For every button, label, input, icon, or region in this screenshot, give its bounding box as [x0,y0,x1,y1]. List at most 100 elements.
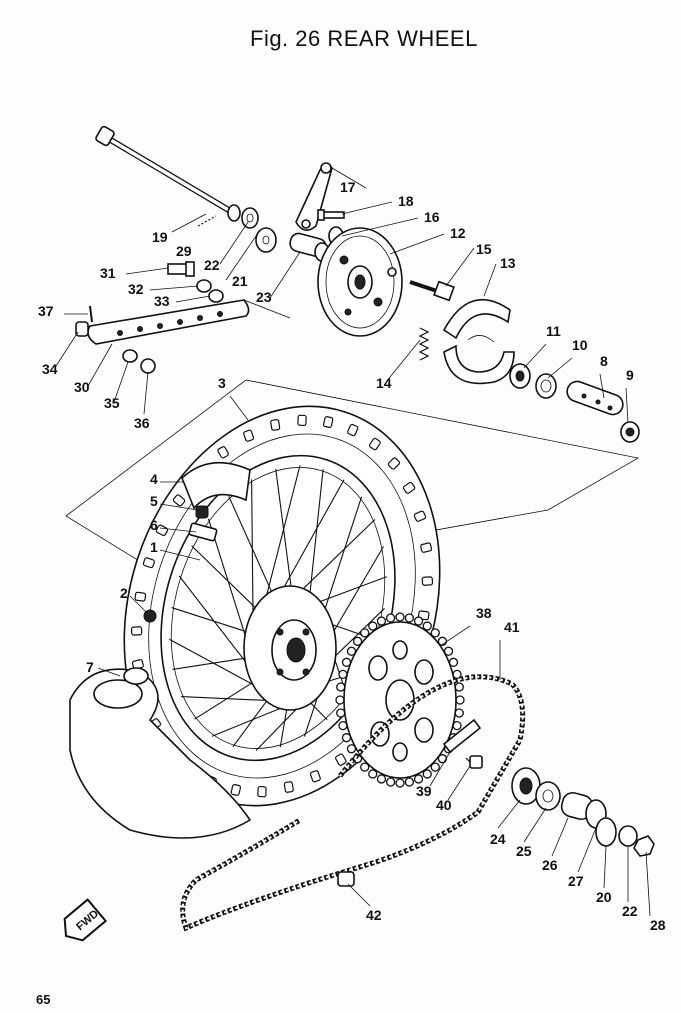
callout-c19: 19 [152,229,168,245]
spoke [278,479,345,597]
spoke [207,518,251,651]
leader-line [87,343,113,387]
spoke [172,656,251,670]
leader-line [645,851,651,917]
callout-c10: 10 [572,337,588,353]
tread-block [297,414,307,427]
leader-line [385,339,421,383]
cam-15 [409,280,455,302]
axle-19 [95,125,241,222]
bolt-40 [465,755,483,769]
sprocket-tooth [360,628,370,638]
spoke [296,519,376,596]
tread-block [420,542,433,553]
page-number: 65 [36,992,51,1007]
callout-c35: 35 [104,395,120,411]
sprocket-tooth [413,616,424,626]
sprocket-tooth [454,682,464,692]
callout-c8: 8 [600,353,608,369]
spoke-nipple-6 [188,522,218,542]
spoke [232,695,272,748]
spoke [228,496,276,599]
sprocket-tooth [360,762,370,772]
sprocket-tooth [368,769,378,779]
drive-chain-41 [180,674,526,932]
tread-block [387,457,401,470]
callout-c18: 18 [398,193,414,209]
tread-block [134,591,147,602]
cotter-pin-29 [197,215,217,227]
leader-line [447,765,471,801]
callout-c24: 24 [490,831,506,847]
callout-c31: 31 [100,265,116,281]
leader-line [497,799,521,829]
spoke [171,607,252,634]
tread-block [155,524,169,537]
tread-block [270,419,281,431]
leader-line [341,217,419,237]
callout-c30: 30 [74,379,90,395]
callout-c42: 42 [366,907,382,923]
leader-line [171,213,207,233]
sprocket-tooth [413,774,424,784]
leader-lines [55,167,651,917]
spoke [194,678,258,720]
spoke [169,638,267,693]
callout-c7: 7 [86,659,94,675]
tread-block [172,494,186,507]
leader-line [551,817,569,857]
bolt-34 [75,321,89,337]
collar-22-upper [241,207,259,229]
callout-c11: 11 [546,323,561,339]
sprocket-tooth [455,695,465,705]
sprocket-tooth [376,616,387,626]
sprocket-tooth [454,708,464,718]
washer-32 [196,279,212,293]
callout-c37: 37 [38,303,54,319]
sprocket-tooth [430,628,440,638]
callout-c3: 3 [218,375,226,391]
tread-block [402,481,416,494]
sprocket-tooth [422,769,432,779]
bolt-31 [167,261,195,277]
leader-line [55,331,79,367]
callout-c21: 21 [232,273,248,289]
spring-14 [418,327,430,361]
leader-line [159,549,201,561]
callout-c5: 5 [150,493,158,509]
leader-line [347,883,371,907]
spoke [191,545,261,613]
leader-line [331,167,367,189]
callout-c34: 34 [42,361,58,377]
tread-block [368,437,381,451]
callout-c14: 14 [376,375,392,391]
tread-block [309,770,321,783]
callout-c13: 13 [500,255,516,271]
leader-line [97,667,121,677]
leader-line [483,263,497,297]
callout-labels: 1234567891011121314151617181920212222232… [38,179,666,933]
tube-7 [69,667,252,839]
bearing-24 [511,767,541,805]
rim-band-4 [181,461,251,510]
callout-c38: 38 [476,605,492,621]
tread-block [243,429,255,442]
valve-5 [195,505,209,519]
washer-21 [255,227,277,253]
spoke [308,469,324,601]
callout-c33: 33 [154,293,170,309]
leader-line [599,373,605,399]
tread-block [230,783,242,796]
brake-plate-12 [317,227,403,337]
callout-c25: 25 [516,843,532,859]
callout-c1: 1 [150,539,158,555]
tread-block [413,510,427,522]
leader-line [225,235,257,281]
sprocket-tooth [336,682,346,692]
callout-c28: 28 [650,917,666,933]
leader-line [159,527,197,533]
leader-line [341,201,393,215]
callout-c23: 23 [256,289,272,305]
